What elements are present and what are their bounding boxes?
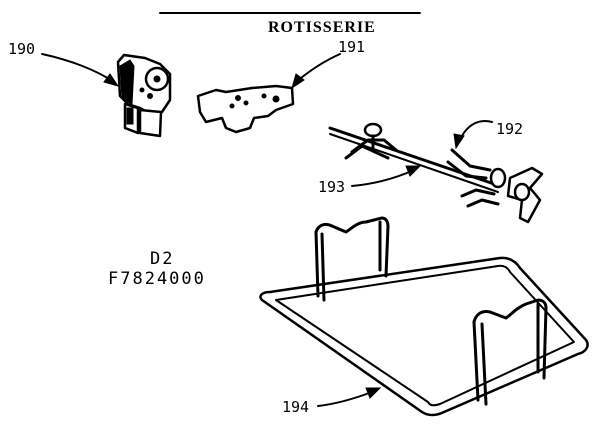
part-label-191: 191 bbox=[338, 38, 366, 56]
part-190-motor bbox=[116, 53, 172, 138]
part-label-194: 194 bbox=[282, 398, 310, 416]
leader-arrows bbox=[41, 53, 493, 407]
part-192-193-spit bbox=[328, 122, 544, 224]
model-code-line2: F7824000 bbox=[108, 269, 206, 289]
part-label-193: 193 bbox=[318, 178, 346, 196]
diagram-title: ROTISSERIE bbox=[268, 19, 376, 36]
model-code-line1: D2 bbox=[150, 249, 175, 269]
part-label-192: 192 bbox=[496, 120, 524, 138]
part-194-drip-pan bbox=[259, 216, 589, 417]
part-191-bracket bbox=[196, 84, 295, 134]
part-label-190: 190 bbox=[8, 40, 36, 58]
